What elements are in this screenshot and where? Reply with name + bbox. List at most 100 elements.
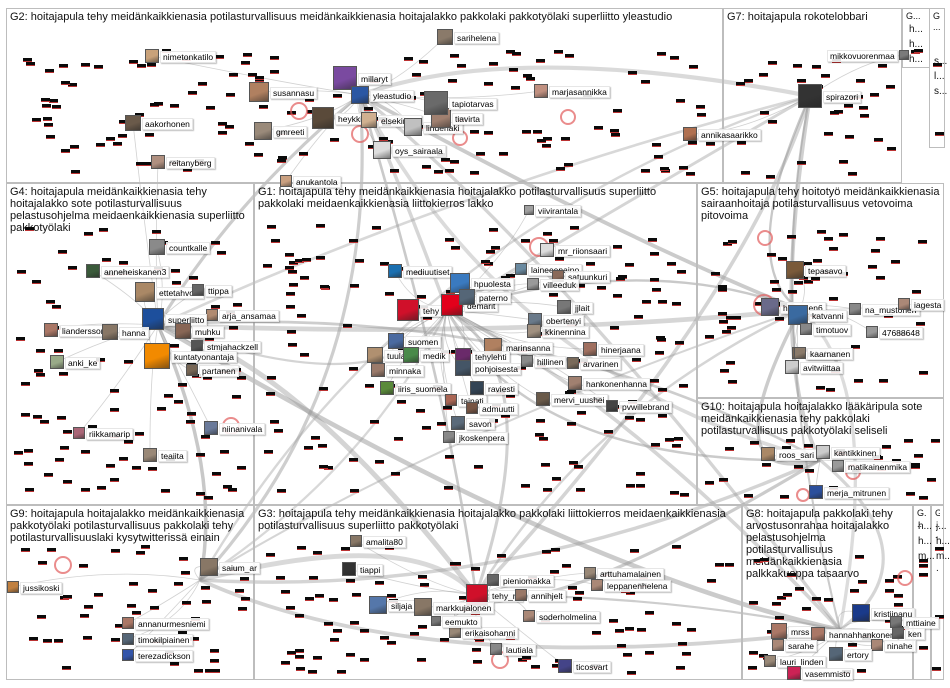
node-label[interactable]: 47688648	[879, 327, 923, 339]
avatar[interactable]	[186, 364, 198, 376]
node-label[interactable]: ertory	[844, 649, 872, 661]
node-label[interactable]: viivirantala	[535, 205, 582, 217]
avatar[interactable]	[50, 355, 64, 369]
avatar[interactable]	[788, 305, 808, 325]
avatar[interactable]	[44, 323, 58, 337]
avatar[interactable]	[527, 324, 541, 338]
node-label[interactable]: anukantola	[293, 176, 341, 188]
avatar[interactable]	[143, 448, 157, 462]
node-label[interactable]: riikkamarip	[86, 428, 134, 440]
avatar[interactable]	[515, 589, 527, 601]
node-label[interactable]: sarahe	[785, 640, 817, 652]
node-label[interactable]: reitanyberg	[166, 157, 215, 169]
node-label[interactable]: spirazori	[823, 91, 862, 103]
node-label[interactable]: nimetonkatilo	[160, 51, 217, 63]
avatar[interactable]	[414, 598, 432, 616]
avatar[interactable]	[149, 239, 165, 255]
avatar[interactable]	[73, 427, 85, 439]
node-label[interactable]: admuutti	[479, 403, 518, 415]
node-label[interactable]: niinanivala	[219, 423, 266, 435]
avatar[interactable]	[351, 86, 369, 104]
node-label[interactable]: ttippa	[205, 285, 232, 297]
node-label[interactable]: aakorhonen	[142, 118, 193, 130]
node-label[interactable]: ken	[905, 628, 925, 640]
avatar[interactable]	[142, 308, 164, 330]
node-label[interactable]: annikasaarikko	[698, 129, 761, 141]
node-label[interactable]: amalita80	[363, 536, 406, 548]
node-label[interactable]: ninahe	[884, 640, 916, 652]
node-label[interactable]: liandersson	[59, 325, 109, 337]
avatar[interactable]	[583, 342, 597, 356]
node-label[interactable]: tiappi	[357, 564, 384, 576]
avatar[interactable]	[455, 360, 471, 376]
avatar[interactable]	[524, 205, 534, 215]
avatar[interactable]	[388, 264, 402, 278]
avatar[interactable]	[487, 574, 499, 586]
node-label[interactable]: muhku	[192, 326, 224, 338]
node-label[interactable]: susannasu	[270, 87, 318, 99]
node-label[interactable]: soderholmelina	[536, 611, 600, 623]
avatar[interactable]	[122, 633, 134, 645]
avatar[interactable]	[683, 127, 697, 141]
avatar[interactable]	[404, 118, 422, 136]
avatar[interactable]	[832, 460, 844, 472]
node-label[interactable]: hpuolesta	[471, 278, 514, 290]
node-label[interactable]: arttuhamalainen	[597, 568, 664, 580]
node-label[interactable]: kuntatyonantaja	[171, 351, 238, 363]
node-label[interactable]: hankonenhanna	[583, 378, 650, 390]
avatar[interactable]	[800, 323, 812, 335]
node-label[interactable]: paterno	[476, 292, 511, 304]
node-label[interactable]: annihjelt	[528, 590, 566, 602]
avatar[interactable]	[540, 243, 554, 257]
avatar[interactable]	[466, 402, 478, 414]
avatar[interactable]	[380, 381, 394, 395]
node-label[interactable]: eemukto	[442, 616, 481, 628]
node-label[interactable]: raviesti	[485, 383, 518, 395]
avatar[interactable]	[342, 562, 356, 576]
avatar[interactable]	[397, 299, 419, 321]
avatar[interactable]	[849, 303, 861, 315]
avatar[interactable]	[403, 347, 419, 363]
avatar[interactable]	[527, 278, 539, 290]
node-label[interactable]: teaiita	[158, 450, 187, 462]
avatar[interactable]	[761, 447, 775, 461]
avatar[interactable]	[786, 261, 804, 279]
node-label[interactable]: avitwiittaa	[800, 362, 844, 374]
node-label[interactable]: jkoskenpera	[456, 432, 508, 444]
node-label[interactable]: merja_mitrunen	[824, 487, 890, 499]
avatar[interactable]	[558, 659, 572, 673]
node-label[interactable]: erikaisohanni	[462, 627, 519, 639]
node-label[interactable]: iiris_suomela	[395, 383, 451, 395]
node-label[interactable]: annanurmesniemi	[135, 618, 209, 630]
node-label[interactable]: marinsanna	[503, 342, 554, 354]
node-label[interactable]: mediuutiset	[403, 266, 453, 278]
node-label[interactable]: mrss	[788, 626, 813, 638]
node-label[interactable]: minnaka	[386, 365, 425, 377]
avatar[interactable]	[898, 298, 910, 310]
node-label[interactable]: pieniomakka	[500, 575, 554, 587]
avatar[interactable]	[367, 347, 383, 363]
avatar[interactable]	[102, 324, 118, 340]
node-label[interactable]: savon	[466, 418, 495, 430]
avatar[interactable]	[521, 355, 533, 367]
node-label[interactable]: vasemmisto	[802, 668, 854, 680]
node-label[interactable]: arja_ansamaa	[219, 310, 279, 322]
avatar[interactable]	[7, 581, 19, 593]
avatar[interactable]	[280, 175, 292, 187]
node-label[interactable]: pohjoisesta	[472, 363, 522, 375]
avatar[interactable]	[534, 84, 548, 98]
node-label[interactable]: millaryt	[358, 73, 391, 85]
avatar[interactable]	[431, 616, 441, 626]
node-label[interactable]: medik	[420, 350, 449, 362]
avatar[interactable]	[122, 649, 134, 661]
node-label[interactable]: tepasavo	[805, 265, 846, 277]
avatar[interactable]	[523, 610, 535, 622]
node-label[interactable]: matikainenmika	[845, 461, 911, 473]
avatar[interactable]	[135, 282, 155, 302]
avatar[interactable]	[424, 91, 448, 115]
node-label[interactable]: hinerjaana	[598, 344, 644, 356]
avatar[interactable]	[443, 431, 455, 443]
node-label[interactable]: tehylehti	[472, 351, 510, 363]
avatar[interactable]	[899, 50, 909, 60]
node-label[interactable]: markkujalonen	[433, 602, 495, 614]
